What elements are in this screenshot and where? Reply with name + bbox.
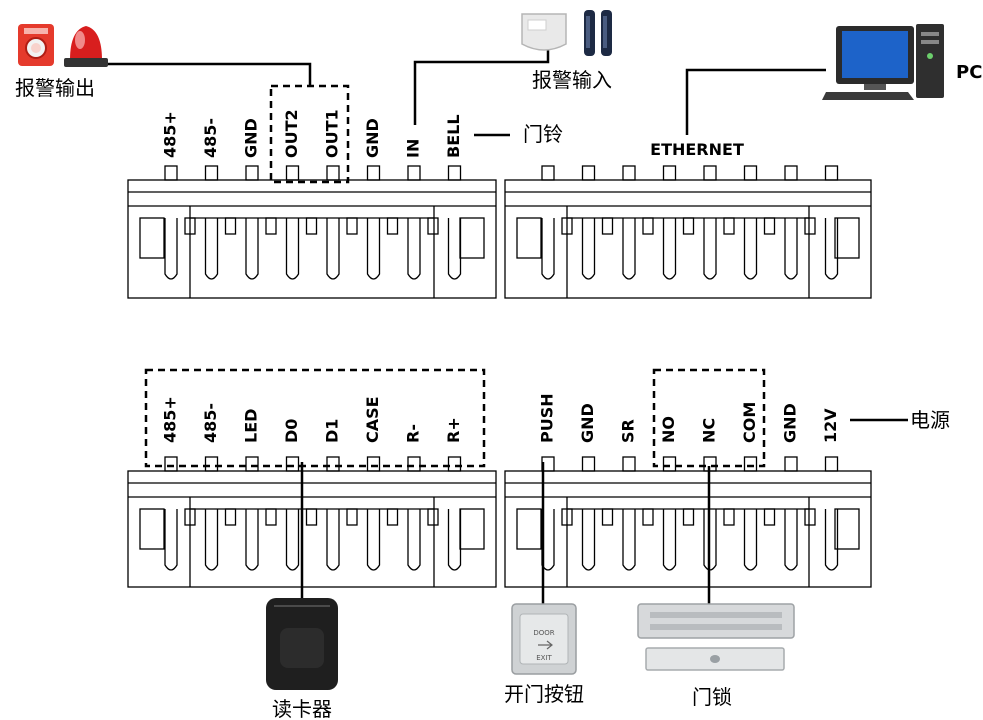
bottom-right-terminal-label-3: NO	[659, 416, 678, 443]
lock-dashed-group	[652, 368, 766, 468]
alarm-output-wire	[100, 62, 312, 86]
bottom-right-terminal-label-5: COM	[740, 402, 759, 443]
connector-blocks	[127, 165, 872, 588]
bottom-left-terminal-label-2: LED	[242, 409, 261, 443]
top-left-terminal-label-2: GND	[242, 118, 261, 158]
svg-text:EXIT: EXIT	[536, 654, 552, 662]
exit-button-caption: 开门按钮	[504, 682, 584, 706]
beam-sensor-icon	[584, 10, 612, 56]
svg-text:DOOR: DOOR	[533, 629, 554, 637]
card-reader-icon	[266, 598, 338, 690]
card-reader-caption: 读卡器	[272, 697, 332, 720]
door-lock-caption: 门锁	[692, 685, 732, 709]
connector-block-bottom-left	[127, 456, 497, 588]
bottom-left-terminal-label-5: CASE	[363, 396, 382, 443]
motion-sensor-icon	[521, 13, 567, 51]
bottom-left-terminal-label-4: D1	[323, 419, 342, 443]
bottom-left-terminal-label-6: R-	[404, 424, 423, 443]
exit-button-icon: DOOR EXIT	[511, 603, 577, 675]
bottom-right-terminal-label-2: SR	[619, 419, 638, 443]
bottom-right-terminal-labels: PUSH GND SR NO NC COM GND 12V	[538, 393, 841, 443]
connector-block-top-right	[504, 165, 872, 299]
top-left-terminal-label-4: OUT1	[323, 109, 342, 158]
top-left-terminal-labels: 485+ 485- GND OUT2 OUT1 GND IN BELL	[161, 109, 464, 158]
doorbell-caption: 门铃	[523, 122, 563, 146]
bottom-right-terminal-label-0: PUSH	[538, 393, 557, 443]
top-left-terminal-label-7: BELL	[444, 114, 463, 158]
beacon-icon	[64, 26, 108, 67]
alarm-output-caption: 报警输出	[15, 76, 95, 100]
reader-dashed-group	[144, 368, 486, 468]
alarm-input-wire	[413, 48, 550, 125]
bottom-left-terminal-labels: 485+ 485- LED D0 D1 CASE R- R+	[161, 396, 464, 443]
siren-icon	[18, 24, 54, 66]
top-left-terminal-label-1: 485-	[201, 118, 220, 158]
connector-block-top-left	[127, 165, 497, 299]
top-left-terminal-label-5: GND	[363, 118, 382, 158]
ethernet-label: ETHERNET	[650, 140, 744, 159]
alarm-input-caption: 报警输入	[532, 68, 612, 92]
top-left-terminal-label-0: 485+	[161, 111, 180, 158]
magnetic-lock-icon	[637, 603, 795, 671]
bottom-right-terminal-label-4: NC	[700, 418, 719, 443]
bottom-left-terminal-label-3: D0	[282, 419, 301, 443]
bottom-right-terminal-label-1: GND	[578, 403, 597, 443]
connector-block-bottom-right	[504, 456, 872, 588]
pc-icon	[822, 24, 944, 100]
ethernet-wire	[685, 68, 826, 135]
top-left-terminal-label-3: OUT2	[282, 109, 301, 158]
wires	[100, 48, 908, 610]
bottom-left-terminal-label-0: 485+	[161, 396, 180, 443]
bottom-right-terminal-label-6: GND	[781, 403, 800, 443]
bottom-right-terminal-label-7: 12V	[821, 408, 840, 443]
top-left-terminal-label-6: IN	[404, 139, 423, 158]
bottom-left-terminal-label-1: 485-	[201, 403, 220, 443]
bottom-left-terminal-label-7: R+	[444, 417, 463, 443]
pc-caption: PC	[956, 62, 982, 83]
power-caption: 电源	[910, 408, 950, 432]
